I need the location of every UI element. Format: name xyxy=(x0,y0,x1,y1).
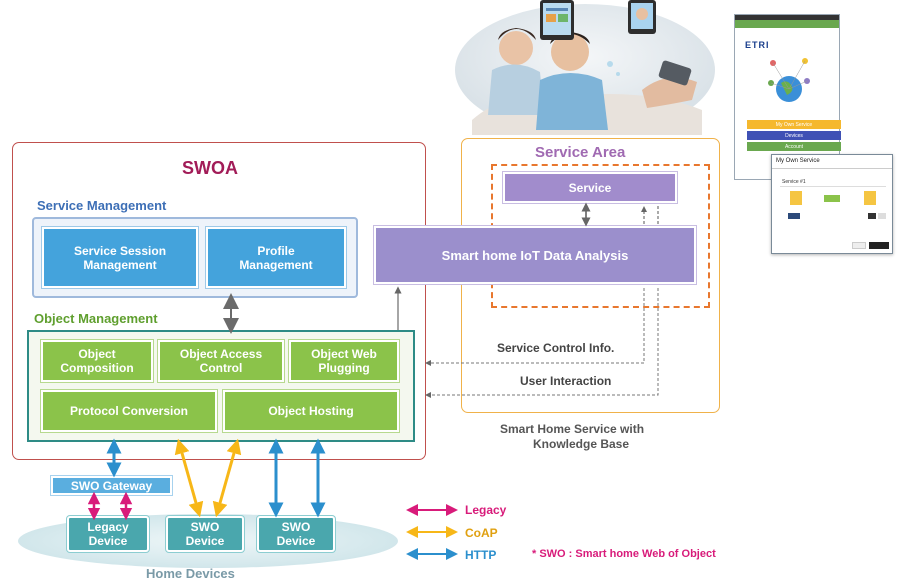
popup-small-button-a[interactable] xyxy=(868,213,876,219)
popup-service-label: Service #1 xyxy=(782,179,806,185)
profile-management-box: Profile Management xyxy=(206,227,346,288)
popup-title: My Own Service xyxy=(776,158,820,164)
service-area-caption-line2: Knowledge Base xyxy=(533,437,630,451)
swo-gateway-box: SWO Gateway xyxy=(51,476,172,495)
object-web-plugging-box: Object Web Plugging xyxy=(289,340,399,382)
popup-service-panel xyxy=(780,186,886,187)
iot-data-analysis-box: Smart home IoT Data Analysis xyxy=(374,226,696,284)
globe-illustration-icon xyxy=(768,58,810,102)
object-access-control-box: Object Access Control xyxy=(158,340,284,382)
legacy-device-box: Legacy Device xyxy=(67,516,149,552)
service-area-caption-line1: Smart Home Service with xyxy=(500,422,645,436)
object-hosting-box: Object Hosting xyxy=(223,390,399,432)
swo-footnote: * SWO : Smart home Web of Object xyxy=(532,548,716,560)
tablet-nav-bar xyxy=(735,20,839,28)
tablet-status-bar xyxy=(735,15,839,20)
swo-device-box-1: SWO Device xyxy=(166,516,244,552)
object-composition-box: Object Composition xyxy=(41,340,153,382)
object-management-label: Object Management xyxy=(34,311,158,326)
user-interaction-label: User Interaction xyxy=(520,374,612,388)
popup-device-icon-right xyxy=(864,191,876,205)
legend-arrows xyxy=(406,504,458,560)
service-management-label: Service Management xyxy=(37,198,167,213)
tablet-app-screenshot: ETRI My Own Service Devices Account xyxy=(734,14,841,180)
home-devices-label: Home Devices xyxy=(146,566,235,581)
swo-device-box-2: SWO Device xyxy=(257,516,335,552)
service-box: Service xyxy=(503,172,677,203)
service-control-info-label: Service Control Info. xyxy=(497,341,615,355)
popup-arrow-icon xyxy=(824,195,840,202)
tablet-devices-button[interactable]: Devices xyxy=(747,131,841,140)
legend-coap-label: CoAP xyxy=(465,526,498,540)
protocol-conversion-box: Protocol Conversion xyxy=(41,390,217,432)
tablet-account-button[interactable]: Account xyxy=(747,142,841,151)
popup-divider xyxy=(772,168,892,169)
swoa-title: SWOA xyxy=(182,158,238,178)
legend-legacy-label: Legacy xyxy=(465,503,507,517)
popup-device-icon-left xyxy=(790,191,802,205)
legend-http-label: HTTP xyxy=(465,548,497,562)
popup-on-button[interactable] xyxy=(788,213,800,219)
service-session-management-box: Service Session Management xyxy=(42,227,198,288)
popup-cancel-button[interactable] xyxy=(852,242,866,249)
etri-logo: ETRI xyxy=(745,40,770,50)
service-area-title: Service Area xyxy=(535,144,626,161)
popup-ok-button[interactable] xyxy=(869,242,889,249)
tablet-my-own-service-button[interactable]: My Own Service xyxy=(747,120,841,129)
lifestyle-photo xyxy=(452,0,718,136)
popup-small-button-b[interactable] xyxy=(878,213,886,219)
my-own-service-popup: My Own Service Service #1 xyxy=(771,154,893,254)
